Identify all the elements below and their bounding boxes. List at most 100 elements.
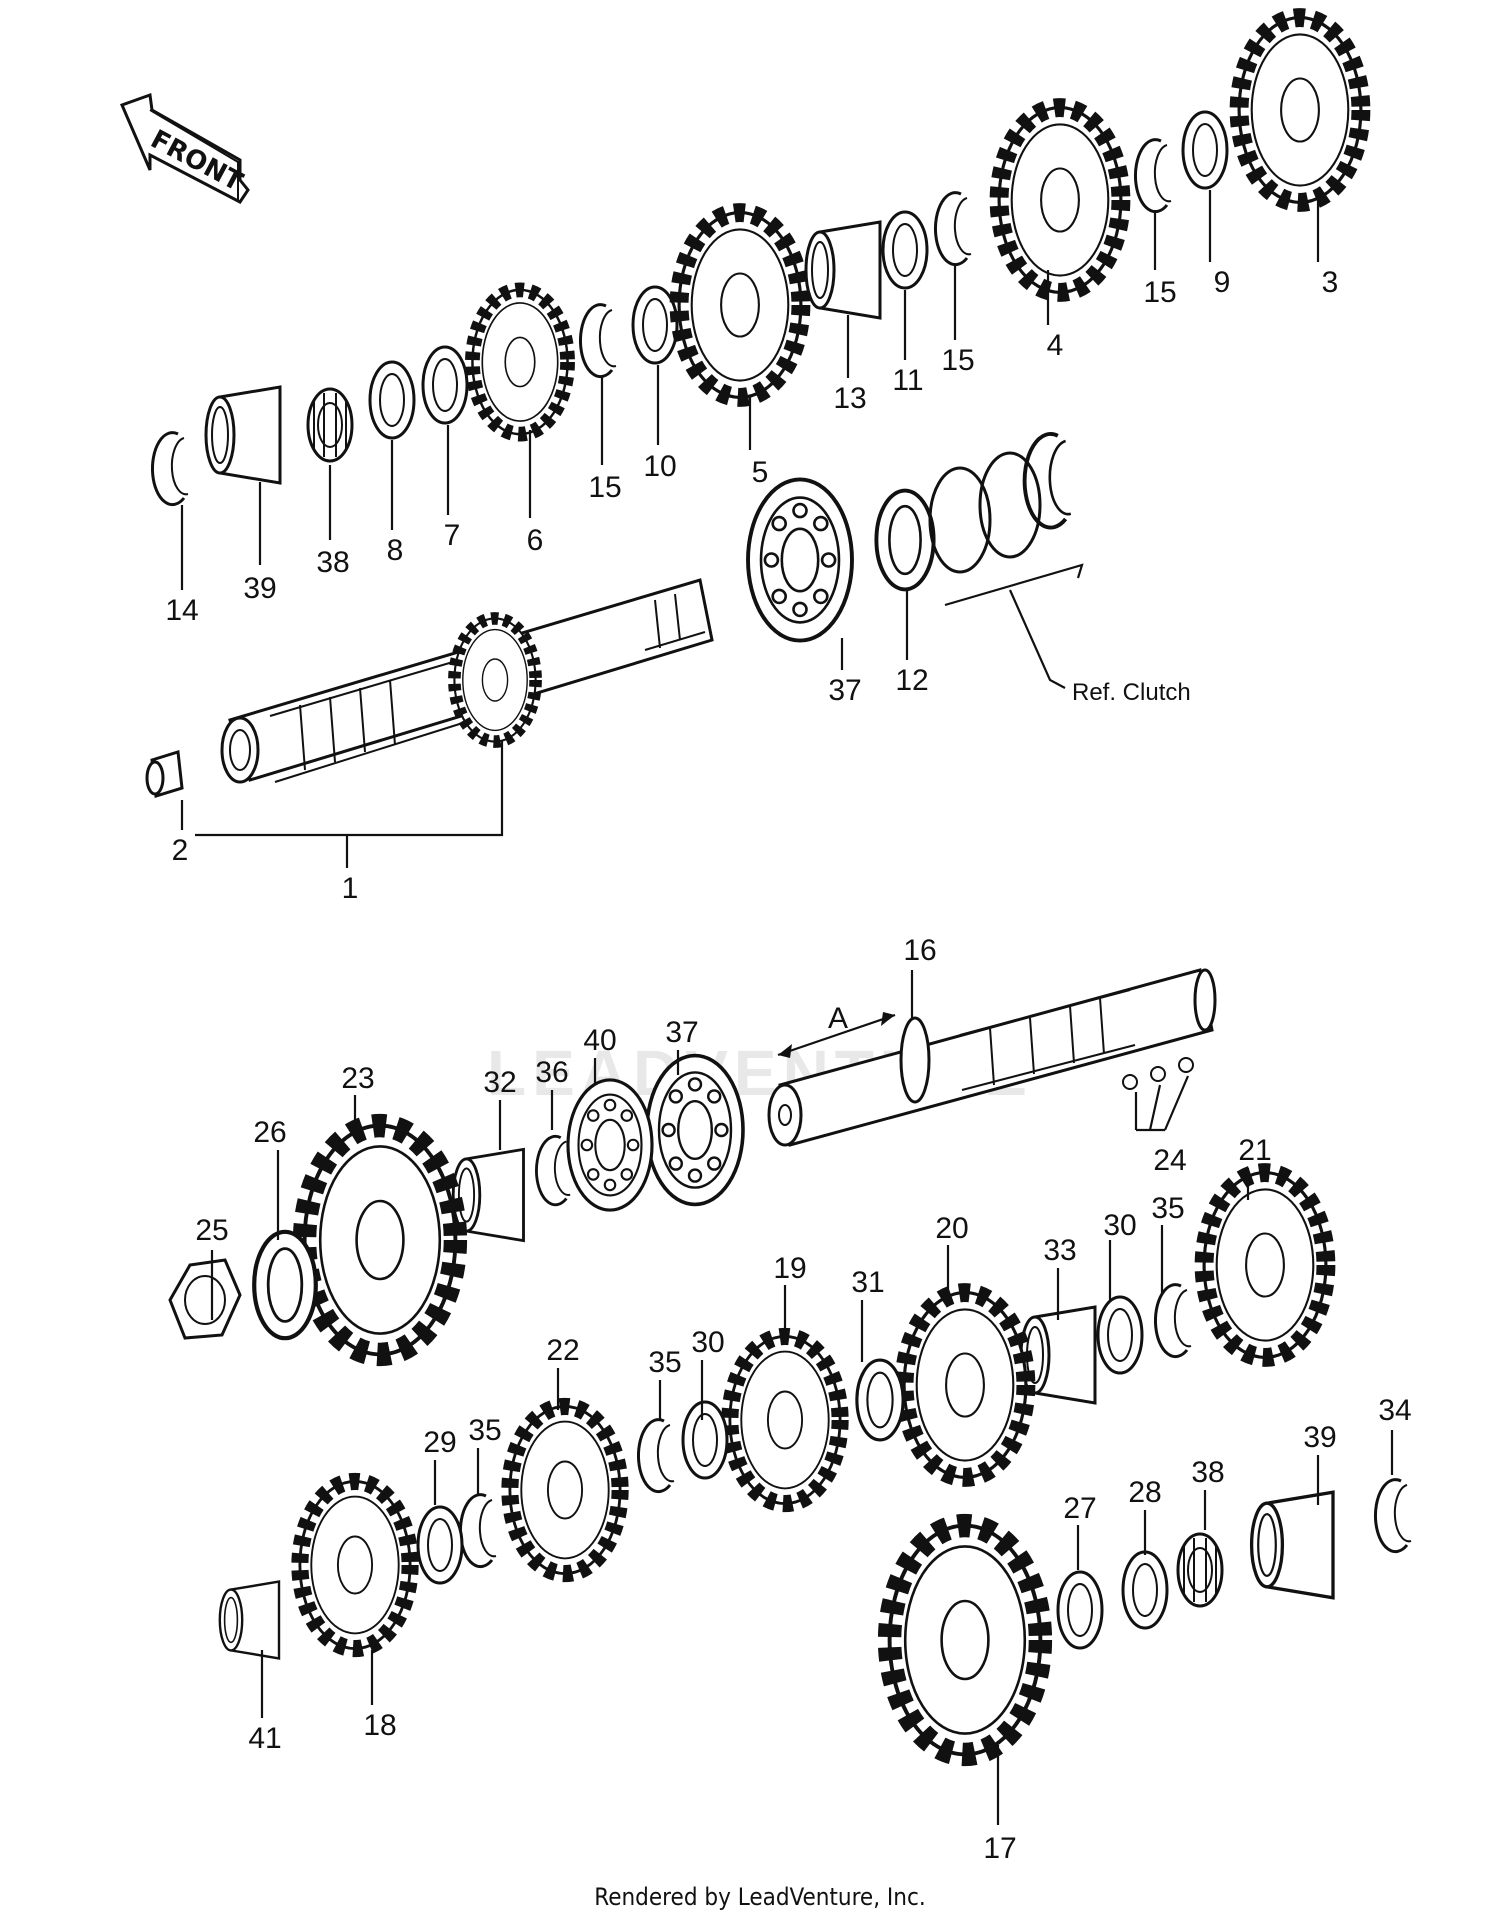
callout-labels: 14 39 38 8 7 6 15 10 5 13 11 15 4 15 9 3… — [165, 266, 1411, 1865]
part-8-washer — [368, 360, 416, 440]
callout-5: 5 — [752, 456, 769, 489]
part-39-sleeve-b — [1249, 1490, 1335, 1600]
part-27-washer — [1056, 1570, 1104, 1650]
part-37-bearing-a — [746, 477, 854, 643]
callout-28: 28 — [1128, 1476, 1161, 1509]
callout-24: 24 — [1153, 1144, 1186, 1177]
part-21-gear — [1204, 1173, 1326, 1358]
callout-30-b: 30 — [691, 1326, 724, 1359]
callout-38-b: 38 — [1191, 1456, 1224, 1489]
callout-10: 10 — [643, 450, 676, 483]
part-23-sprocket — [305, 1126, 456, 1355]
part-3-gear — [1239, 18, 1361, 203]
part-9-washer — [1181, 110, 1229, 190]
callout-20: 20 — [935, 1212, 968, 1245]
part-37-bearing-b — [645, 1053, 745, 1207]
callout-13: 13 — [833, 382, 866, 415]
part-24-balls — [1122, 1057, 1194, 1090]
part-38-needle-bearing-b — [1176, 1532, 1224, 1608]
callout-40: 40 — [583, 1024, 616, 1057]
callout-22: 22 — [546, 1334, 579, 1367]
callout-1: 1 — [342, 872, 359, 905]
callout-16: 16 — [903, 934, 936, 967]
callout-2: 2 — [172, 834, 189, 867]
callout-31: 31 — [851, 1266, 884, 1299]
part-20-gear — [904, 1293, 1026, 1478]
callout-23: 23 — [341, 1062, 374, 1095]
callout-39: 39 — [243, 572, 276, 605]
part-17-gear — [890, 1526, 1041, 1755]
part-15-circlip-c — [1133, 138, 1173, 214]
part-25-nut — [168, 1258, 242, 1340]
callout-36: 36 — [535, 1056, 568, 1089]
callout-7: 7 — [444, 519, 461, 552]
callout-37-a: 37 — [828, 674, 861, 707]
callout-15-a: 15 — [588, 471, 621, 504]
callout-9: 9 — [1214, 266, 1231, 299]
callout-27: 27 — [1063, 1492, 1096, 1525]
part-5-gear — [679, 213, 801, 398]
callout-8: 8 — [387, 534, 404, 567]
part-29-washer — [416, 1505, 464, 1585]
callout-32: 32 — [483, 1066, 516, 1099]
part-30-washer-a — [1096, 1295, 1144, 1375]
part-30-washer-b — [681, 1400, 729, 1480]
clutch-ref-ring-a — [928, 466, 992, 574]
clutch-ref-circlip — [1022, 432, 1073, 530]
callout-15-b: 15 — [941, 344, 974, 377]
callout-37-b: 37 — [665, 1016, 698, 1049]
part-4-gear — [999, 108, 1121, 293]
callout-33: 33 — [1043, 1234, 1076, 1267]
front-arrow-icon — [119, 92, 250, 204]
part-35-circlip-b — [636, 1418, 676, 1494]
callout-11: 11 — [892, 364, 923, 397]
part-35-circlip-c — [458, 1493, 498, 1569]
callout-26: 26 — [253, 1116, 286, 1149]
shaft-integral-gear — [454, 618, 535, 741]
shaft-collar — [145, 750, 184, 798]
callout-15-c: 15 — [1143, 276, 1176, 309]
part-36-circlip — [535, 1134, 572, 1207]
callout-34: 34 — [1378, 1394, 1411, 1427]
part-12-collar — [874, 488, 936, 592]
clutch-ref-ring-b — [978, 451, 1042, 559]
part-13-sleeve — [804, 220, 882, 320]
callout-4: 4 — [1047, 329, 1064, 362]
callout-35-a: 35 — [1151, 1192, 1184, 1225]
part-7-washer — [421, 345, 469, 425]
callout-29: 29 — [423, 1426, 456, 1459]
callout-25: 25 — [195, 1214, 228, 1247]
callout-39-b: 39 — [1303, 1421, 1336, 1454]
part-34-circlip — [1373, 1478, 1413, 1554]
part-19-gear — [730, 1336, 840, 1503]
dimension-A-marker — [777, 1012, 896, 1058]
callout-17: 17 — [983, 1832, 1016, 1865]
output-shaft — [767, 968, 1217, 1147]
part-11-washer — [881, 210, 929, 290]
callout-35-b: 35 — [648, 1346, 681, 1379]
part-18-gear — [300, 1481, 410, 1648]
part-39-sleeve — [204, 385, 282, 485]
part-15-circlip-a — [578, 303, 618, 379]
part-28-washer — [1121, 1550, 1169, 1630]
part-35-circlip-a — [1153, 1283, 1193, 1359]
callout-41: 41 — [248, 1722, 281, 1755]
callout-6: 6 — [527, 524, 544, 557]
callout-14: 14 — [165, 594, 198, 627]
callout-35-c: 35 — [468, 1414, 501, 1447]
dimension-A-label: A — [828, 1002, 848, 1035]
part-31-washer — [855, 1358, 905, 1442]
part-22-gear — [510, 1406, 620, 1573]
part-14-circlip — [150, 431, 190, 507]
part-38-needle-bearing — [306, 387, 354, 463]
part-6-gear — [472, 290, 567, 434]
callout-38: 38 — [316, 546, 349, 579]
callout-18: 18 — [363, 1709, 396, 1742]
callout-3: 3 — [1322, 266, 1339, 299]
ref-clutch-note: Ref. Clutch — [1072, 679, 1191, 706]
part-40-seal — [566, 1078, 654, 1212]
part-26-lock-washer — [254, 1232, 316, 1338]
callout-19: 19 — [773, 1252, 806, 1285]
callout-12: 12 — [895, 664, 928, 697]
